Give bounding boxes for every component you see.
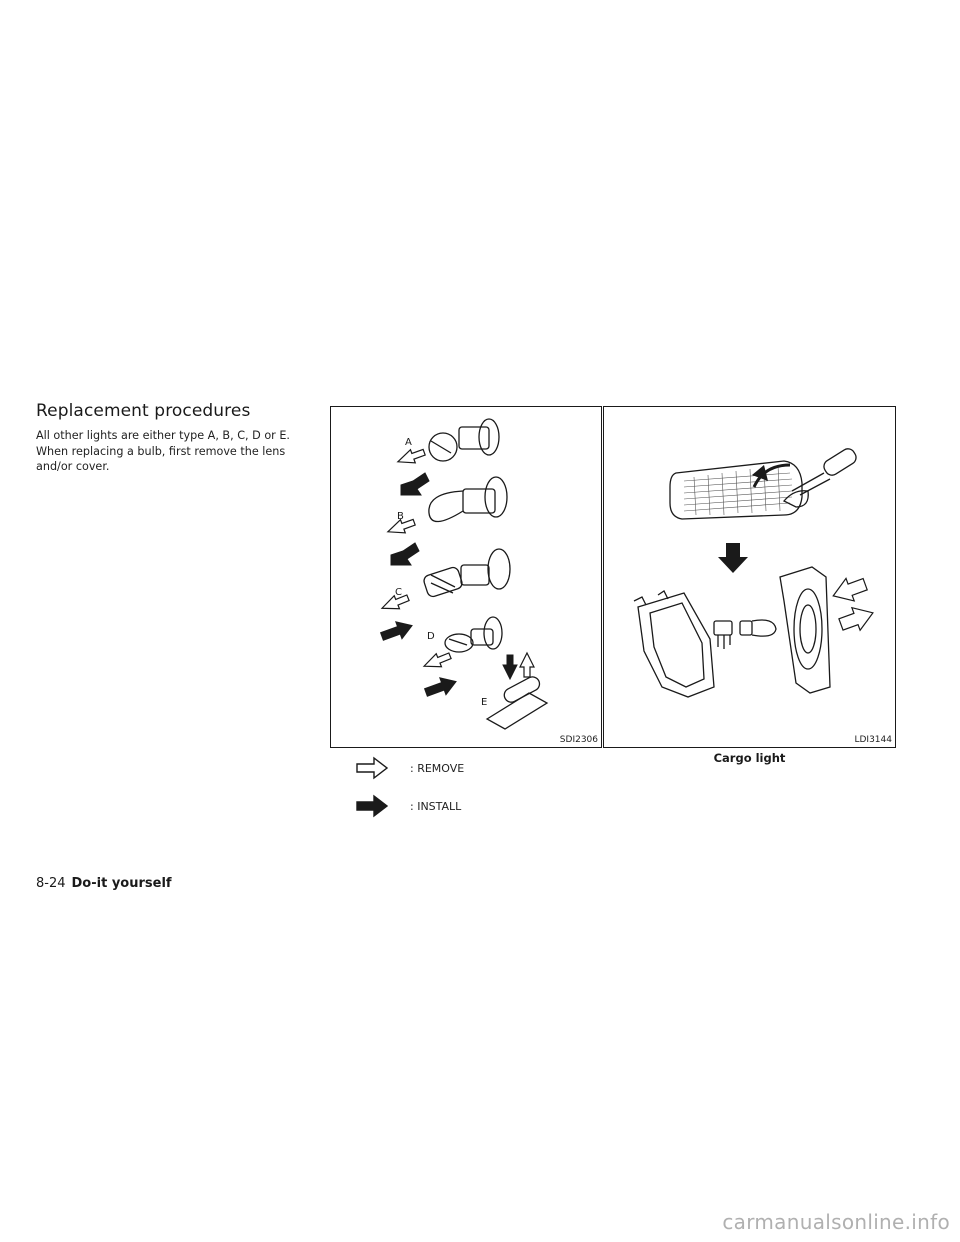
figure-code-cargo: LDI3144	[854, 735, 892, 745]
legend-install-label: : INSTALL	[410, 799, 462, 813]
bulb-e-drawing	[485, 676, 549, 730]
section-heading: Replacement procedures	[36, 401, 251, 421]
bulb-label-d: D	[427, 631, 435, 642]
lens-drawing	[669, 460, 803, 520]
cargo-light-figure: LDI3144	[603, 406, 896, 748]
bulb-c-drawing	[423, 548, 511, 598]
bulb-label-b: B	[397, 511, 404, 522]
legend-remove-row: : REMOVE	[356, 756, 464, 780]
legend-install-row: : INSTALL	[356, 794, 461, 818]
figure-code-bulbs: SDI2306	[559, 735, 598, 745]
bulb-b-drawing	[428, 476, 508, 523]
bulb-d-drawing	[444, 616, 503, 653]
bulb-types-figure: A B C D E SDI2306	[330, 406, 602, 748]
cargo-bulb-drawing	[739, 619, 777, 637]
section-body: All other lights are either type A, B, C…	[36, 429, 290, 473]
legend-remove-label: : REMOVE	[410, 761, 465, 775]
socket-drawing	[713, 620, 733, 649]
bulb-label-e: E	[481, 697, 487, 708]
bulb-label-a: A	[405, 437, 412, 448]
screwdriver-drawing	[782, 448, 857, 508]
page-footer: 8-24 Do-it yourself	[36, 876, 172, 891]
figure-caption-cargo-light: Cargo light	[713, 751, 786, 765]
cargo-light-illustration	[633, 448, 874, 698]
remove-arrow-icon	[356, 756, 388, 780]
bulb-types-illustration: A B C D E	[379, 418, 549, 730]
watermark: carmanualsonline.info	[722, 1210, 950, 1234]
bulb-label-c: C	[395, 587, 402, 598]
page-number: 8-24	[36, 876, 66, 891]
install-arrows	[379, 472, 518, 697]
housing-drawing	[633, 590, 715, 698]
lamp-body-drawing	[779, 566, 831, 694]
bulb-a-drawing	[428, 418, 500, 462]
remove-arrows	[380, 448, 535, 678]
footer-section-title: Do-it yourself	[71, 876, 172, 891]
install-arrow-icon	[356, 794, 388, 818]
